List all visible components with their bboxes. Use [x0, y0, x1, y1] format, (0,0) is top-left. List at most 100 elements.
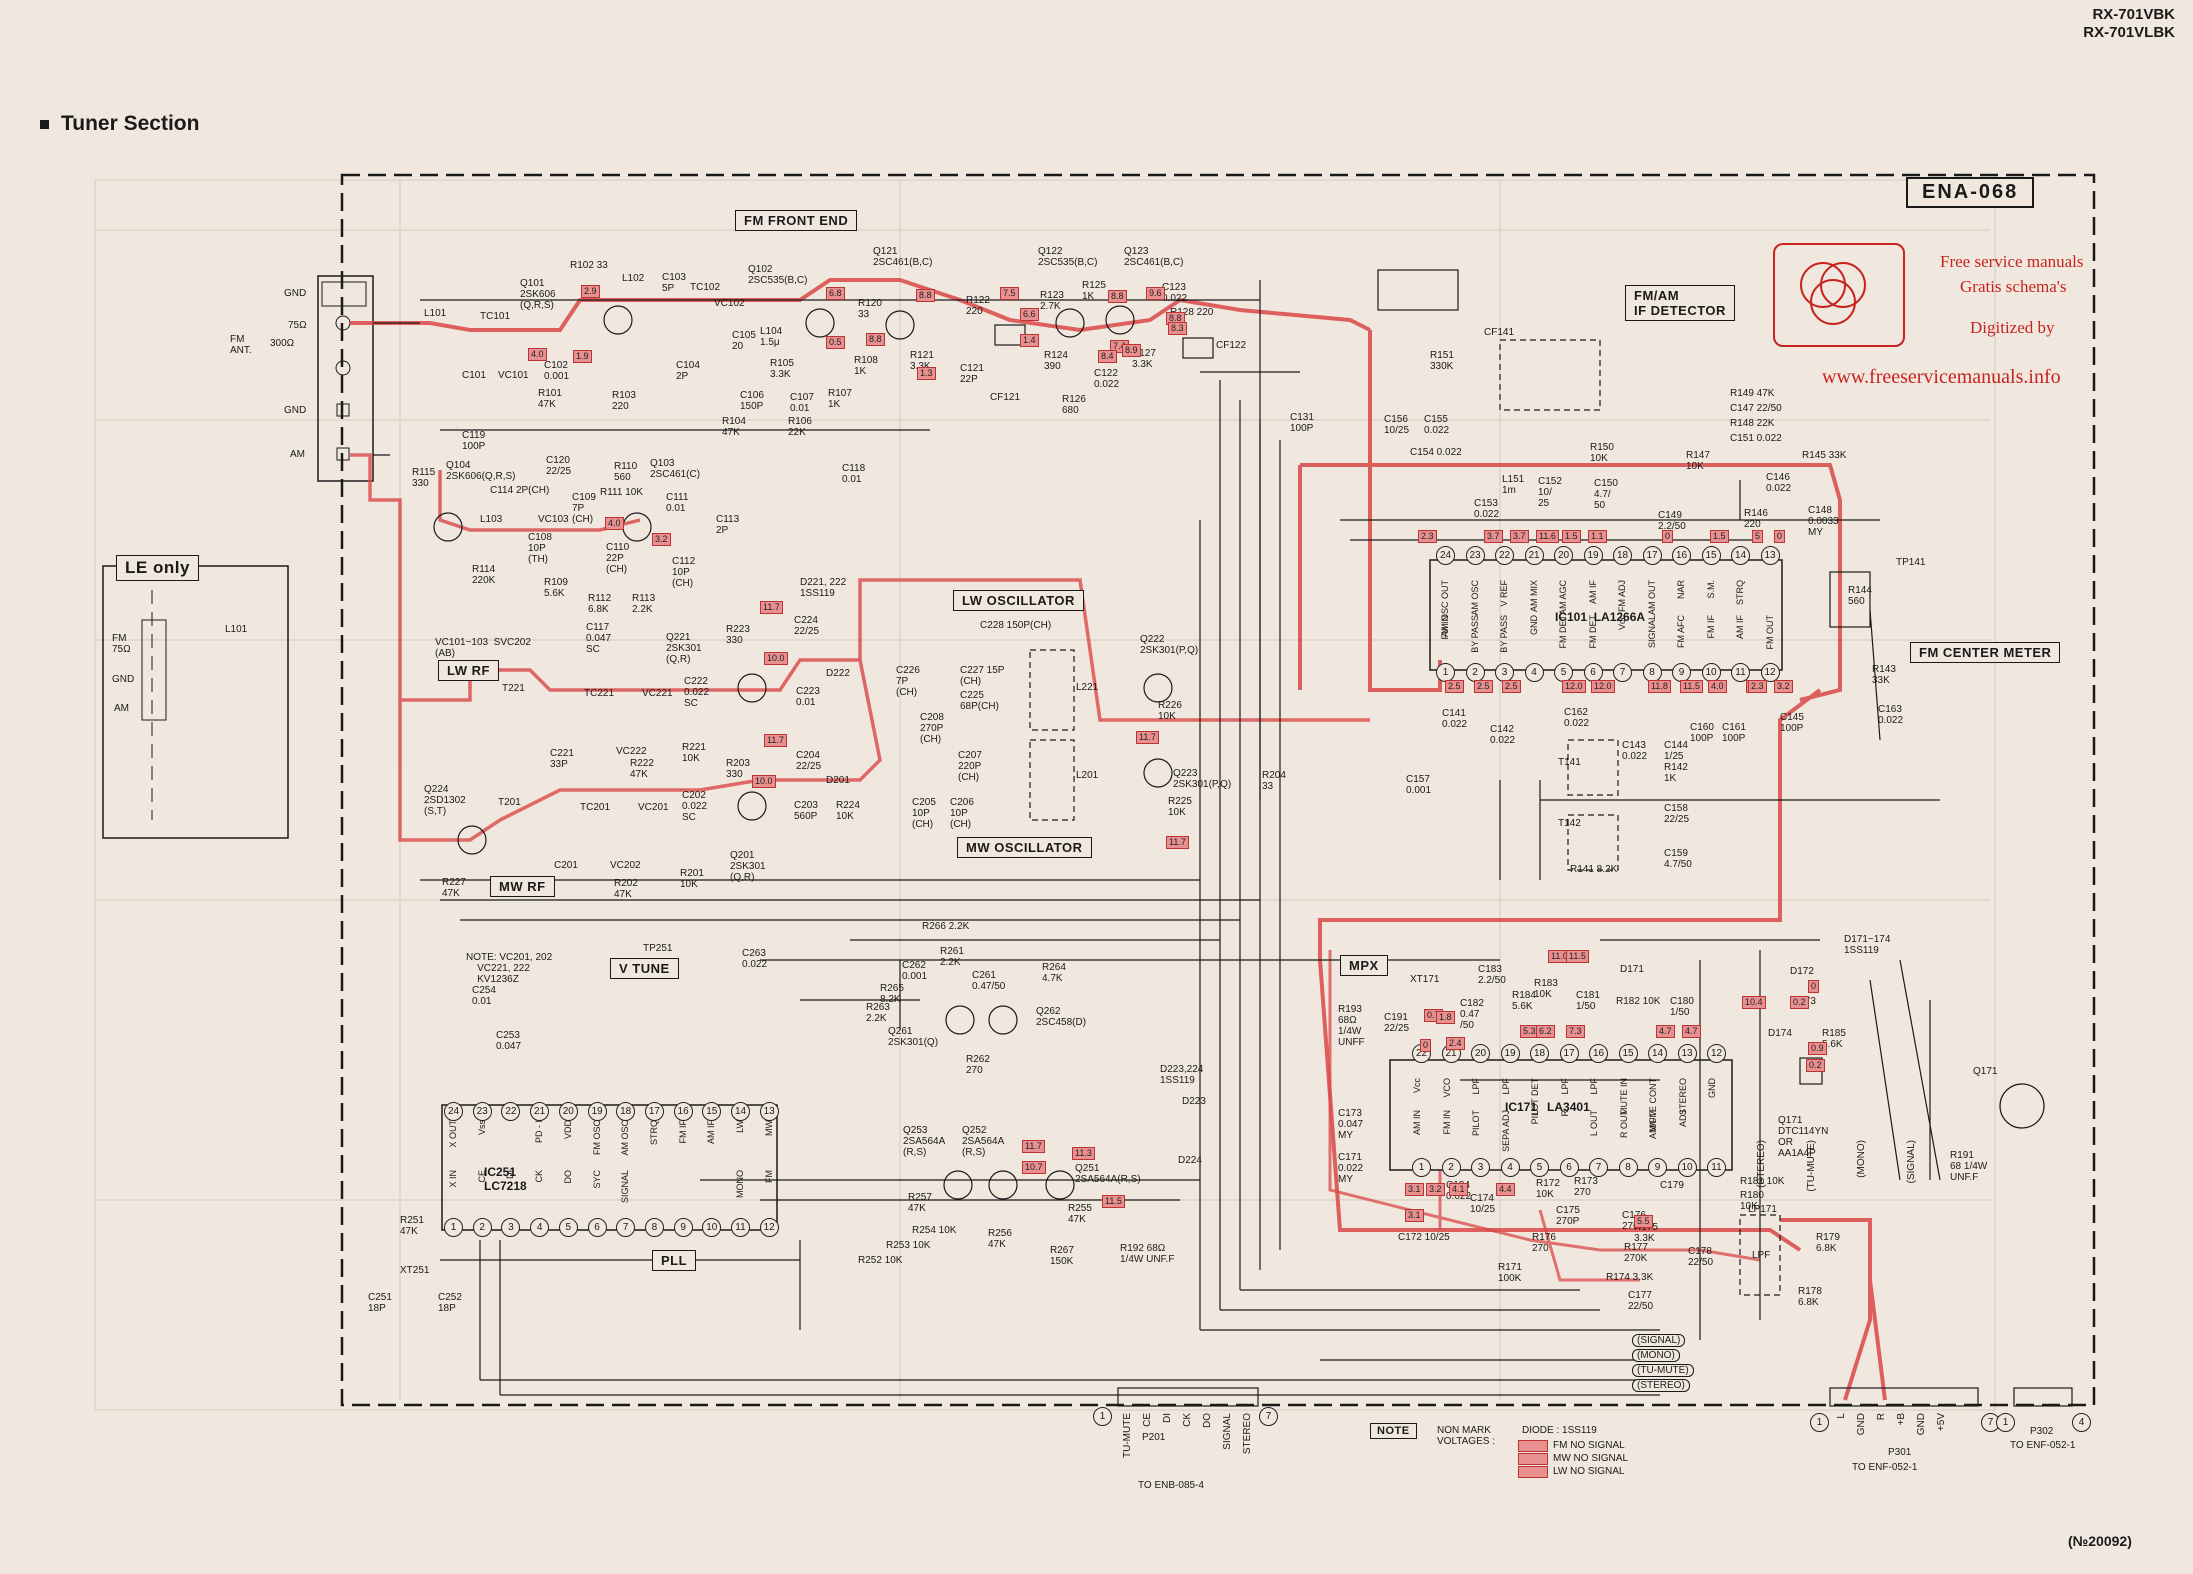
c114-label: C114 2P(CH) [490, 485, 550, 496]
voltage-badge: 3.7 [1484, 530, 1503, 543]
ic171-top-pin: 16 [1589, 1044, 1608, 1063]
ic101-bottom-func: AM IF [1735, 615, 1745, 639]
q171-output-label: (STEREO) [1756, 1140, 1767, 1188]
r125-label: R125 1K [1082, 280, 1106, 302]
ic101-top-pin: 19 [1583, 546, 1603, 565]
ant-fm-ant: FM ANT. [230, 334, 252, 356]
q261-label: Q261 2SK301(Q) [888, 1026, 939, 1048]
r222-label: R222 47K [630, 758, 654, 780]
ic251-top-pin: 20 [558, 1102, 578, 1121]
q252-label: Q252 2SA564A (R,S) [962, 1125, 1005, 1158]
p301-pin-label: +5V [1936, 1413, 1947, 1432]
p201-pin-label: STEREO [1242, 1413, 1253, 1455]
r251-label: R251 47K [400, 1215, 424, 1237]
l101-label: L101 [424, 308, 447, 319]
watermark-logo-frame [1773, 243, 1905, 347]
ant-am: AM [290, 449, 305, 460]
p201-dest: TO ENB-085-4 [1138, 1480, 1204, 1491]
note-non-mark: NON MARK VOLTAGES : [1437, 1425, 1495, 1447]
r107-label: R107 1K [828, 388, 852, 410]
ic251-bottom-pin: 2 [472, 1218, 492, 1237]
v-tune-label: V TUNE [610, 958, 679, 979]
ic171-top-func: Vcc [1412, 1078, 1422, 1094]
ic171-top-pin: 13 [1677, 1044, 1697, 1063]
r253-label: R253 10K [886, 1240, 931, 1251]
l201-label: L201 [1076, 770, 1099, 781]
ic251-top-pin: 16 [673, 1102, 693, 1121]
vc102-label: VC102 [714, 298, 745, 309]
ic171-top-pin: 18 [1530, 1044, 1549, 1063]
r124-label: R124 390 [1044, 350, 1068, 372]
r109-label: R109 5.6K [544, 577, 568, 599]
ic251-bottom-pin: 9 [673, 1218, 693, 1237]
ic171-bottom-func: SEPA ADJ [1500, 1110, 1511, 1152]
r182-label: R182 10K [1616, 996, 1661, 1007]
ic101-top-func: AM MIX [1528, 580, 1539, 613]
d224-label: D224 [1178, 1155, 1202, 1166]
q171b-label: Q171 [1973, 1066, 1998, 1077]
terminal-gnd [321, 281, 367, 307]
p201-last-pin: 7 [1259, 1407, 1278, 1426]
voltage-badge: 11.5 [1680, 680, 1703, 693]
voltage-badge: 2.3 [1748, 680, 1767, 693]
ic171-bottom-func: PILOT [1471, 1110, 1481, 1137]
ic101-name: IC101 LA1266A [1555, 610, 1645, 624]
ic171-top-func: LPF [1471, 1078, 1481, 1095]
le-l101: L101 [225, 624, 248, 635]
voltage-badge: 3.1 [1405, 1209, 1424, 1222]
transistor-symbols [433, 305, 2045, 1200]
tc201-label: TC201 [580, 802, 611, 813]
c163-label: C163 0.022 [1878, 704, 1904, 726]
r191-label: R191 68 1/4W UNF.F [1950, 1150, 1988, 1183]
mw-rf-label: MW RF [490, 876, 555, 897]
ic251-bottom-pin: 4 [530, 1218, 550, 1237]
voltage-badge: 11.5 [1566, 950, 1589, 963]
c191-label: C191 22/25 [1384, 1012, 1410, 1034]
c109-label: C109 7P (CH) [572, 492, 596, 525]
q101-label: Q101 2SK606 (Q,R,S) [520, 278, 556, 311]
voltage-badge: 11.7 [1022, 1140, 1045, 1153]
p201-pin-label: SIGNAL [1222, 1413, 1233, 1450]
r265-label: R265 8.2K [880, 983, 904, 1005]
ic101-top-pin: 15 [1701, 546, 1721, 565]
c181-label: C181 1/50 [1576, 990, 1600, 1012]
l102-label: L102 [622, 273, 645, 284]
voltage-badge: 2.9 [581, 285, 600, 298]
vc_note2-label: NOTE: VC201, 202 VC221, 222 KV1236Z [466, 952, 553, 985]
cf122-label: CF122 [1216, 340, 1247, 351]
ic101-top-pin: 24 [1436, 546, 1455, 565]
r267-label: R267 150K [1050, 1245, 1074, 1267]
r146-label: R146 220 [1744, 508, 1768, 530]
r181-label: R181 10K [1740, 1176, 1785, 1187]
voltage-badge: 8.4 [1098, 350, 1117, 363]
r147-label: R147 10K [1686, 450, 1710, 472]
r173-label: R173 270 [1574, 1176, 1598, 1198]
ic171-bottom-func: R [1559, 1110, 1570, 1117]
r106-label: R106 22K [788, 416, 812, 438]
watermark-line-1: Free service manuals [1940, 252, 2084, 271]
ic251-top-func: LW [735, 1120, 745, 1133]
r227-label: R227 47K [442, 877, 466, 899]
ic101-bottom-pin: 6 [1583, 663, 1603, 682]
r149-label: R149 47K [1730, 388, 1775, 399]
r262-label: R262 270 [966, 1054, 990, 1076]
p301-pin-label: +B [1896, 1413, 1907, 1426]
ic251-top-pin: 22 [501, 1102, 521, 1121]
d222-label: D222 [826, 668, 850, 679]
c205-label: C205 10P (CH) [912, 797, 936, 830]
c263-label: C263 0.022 [742, 948, 768, 970]
c108-label: C108 10P (TH) [528, 532, 552, 565]
q102-label: Q102 2SC535(B,C) [748, 264, 808, 286]
ic171-bottom-pin: 1 [1412, 1158, 1431, 1177]
r184-label: R184 5.6K [1512, 990, 1536, 1012]
le-am: AM [114, 703, 129, 714]
voltage-badge: 4.0 [605, 517, 624, 530]
r264-label: R264 4.7K [1042, 962, 1066, 984]
ic251-bottom-func: CK [534, 1170, 545, 1183]
r171-label: R171 100K [1498, 1262, 1522, 1284]
ic251-top-func: PD - I [534, 1120, 545, 1144]
ic101-bottom-pin: 12 [1760, 663, 1780, 682]
vc221-label: VC221 [642, 688, 673, 699]
voltage-badge: 11.0 [1548, 950, 1571, 963]
